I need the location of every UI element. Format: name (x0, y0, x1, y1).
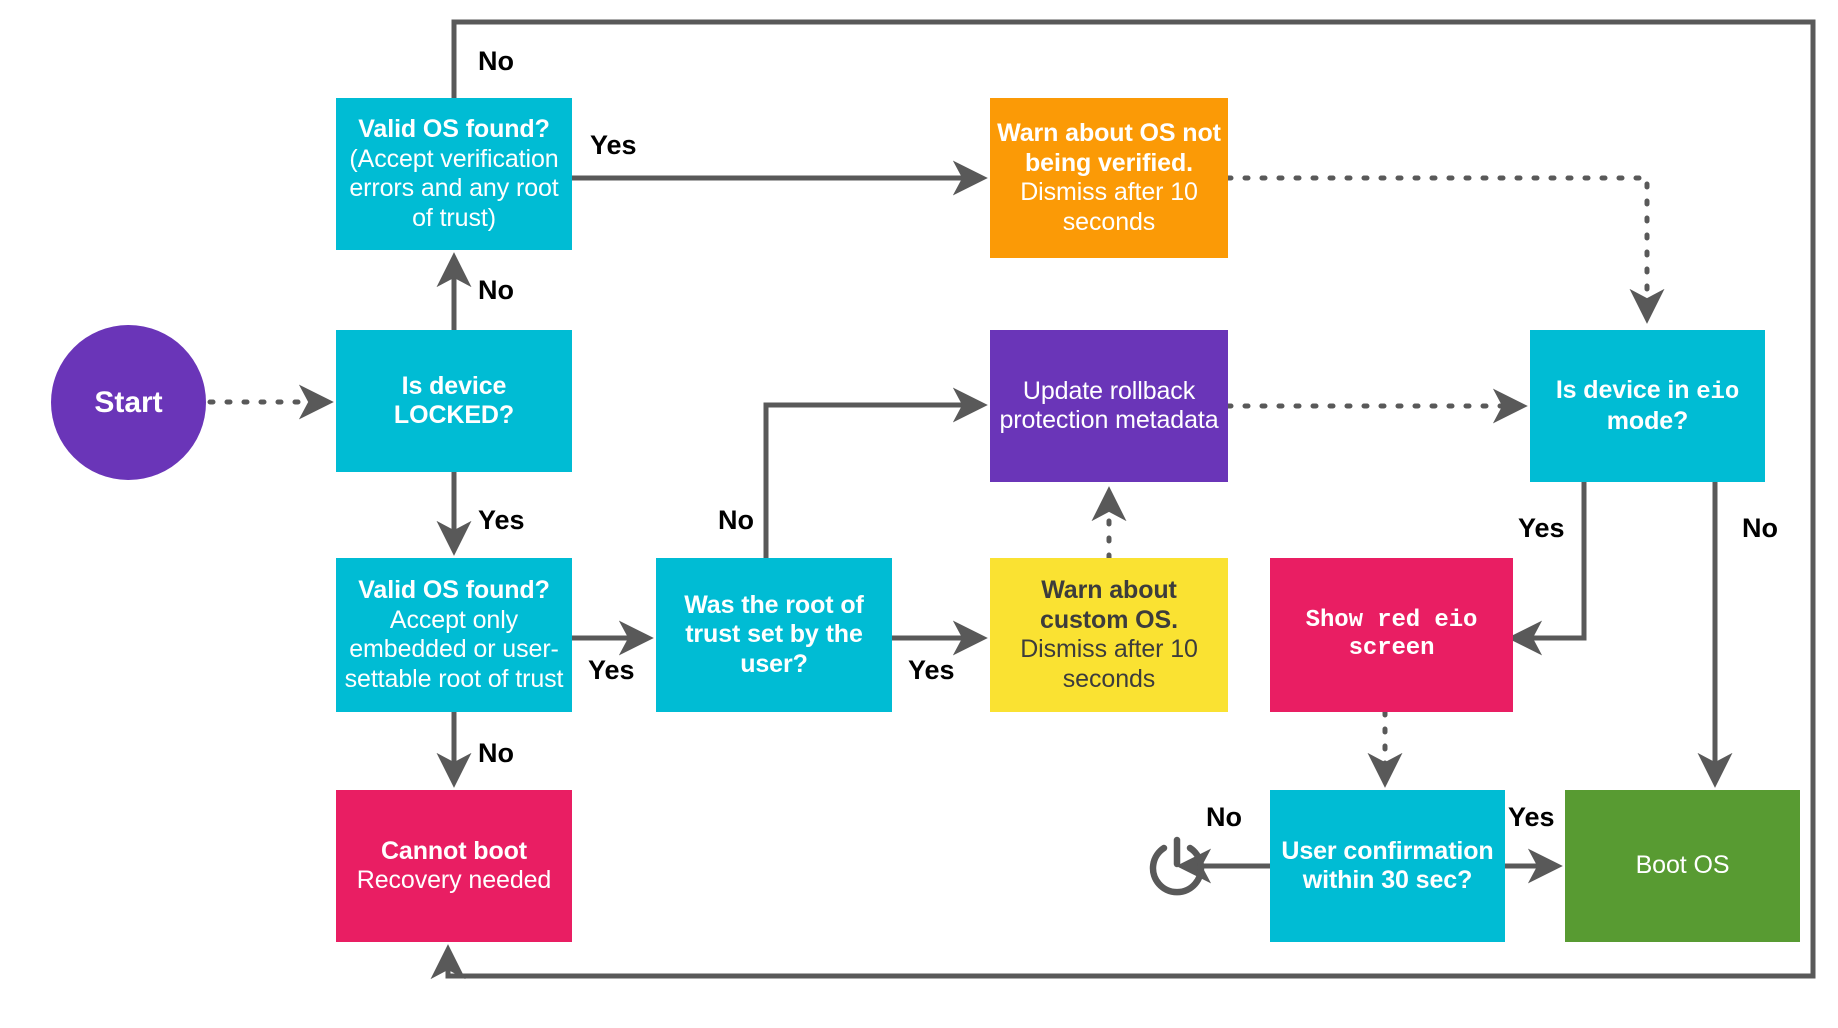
is-eio-mode-mono: eio (1696, 378, 1740, 406)
show-red-eio-pre: Show red (1305, 606, 1435, 634)
node-is-device-locked-title: Is device LOCKED? (393, 371, 515, 430)
node-update-rollback[interactable]: Update rollback protection metadata (990, 330, 1228, 482)
show-red-eio-mono: eio (1434, 606, 1478, 634)
node-is-eio-mode[interactable]: Is device in eio mode? (1530, 330, 1765, 482)
node-show-red-eio[interactable]: Show red eio screen (1270, 558, 1513, 712)
node-warn-unverified[interactable]: Warn about OS not being verified. Dismis… (990, 98, 1228, 258)
node-boot-os-title: Boot OS (1635, 851, 1730, 880)
node-valid-os-bottom-title: Valid OS found? (358, 576, 550, 604)
node-cannot-boot-title: Cannot boot (380, 836, 528, 865)
edge-label-locked-yes: Yes (478, 505, 525, 535)
node-warn-custom-subtitle: Dismiss after 10 seconds (1020, 635, 1198, 693)
node-warn-custom[interactable]: Warn about custom OS. Dismiss after 10 s… (990, 558, 1228, 712)
node-valid-os-bottom[interactable]: Valid OS found? Accept only embedded or … (336, 558, 572, 712)
edge-label-rot-no: No (718, 505, 754, 535)
node-warn-custom-title: Warn about custom OS. (1040, 576, 1178, 634)
edge-rot-no-to-update-rollback (763, 387, 988, 558)
node-boot-os[interactable]: Boot OS (1565, 790, 1800, 942)
edge-label-locked-no: No (478, 275, 514, 305)
node-valid-os-top[interactable]: Valid OS found? (Accept verification err… (336, 98, 572, 250)
node-cannot-boot-subtitle: Recovery needed (356, 866, 552, 894)
power-icon (1145, 834, 1209, 898)
is-eio-mode-pre: Is device in (1555, 375, 1697, 404)
edge-label-rot-yes: Yes (908, 655, 955, 685)
node-valid-os-top-title: Valid OS found? (358, 115, 550, 143)
node-is-eio-mode-title: Is device in eio mode? (1536, 376, 1759, 437)
node-warn-unverified-subtitle: Dismiss after 10 seconds (1020, 178, 1198, 236)
node-show-red-eio-title: Show red eio screen (1276, 607, 1507, 664)
node-valid-os-top-subtitle: (Accept verification errors and any root… (349, 144, 559, 232)
edge-label-valid-bottom-no: No (478, 738, 514, 768)
node-user-confirmation-title: User confirmation within 30 sec? (1281, 836, 1494, 895)
node-warn-unverified-title: Warn about OS not being verified. (997, 119, 1221, 177)
edge-label-top-yes: Yes (590, 130, 637, 160)
edge-label-confirm-yes: Yes (1508, 802, 1555, 832)
edge-label-valid-bottom-yes: Yes (588, 655, 635, 685)
node-root-of-trust-title: Was the root of trust set by the user? (684, 590, 864, 678)
node-start[interactable]: Start (51, 325, 206, 480)
edge-label-eio-no: No (1742, 513, 1778, 543)
node-cannot-boot[interactable]: Cannot boot Recovery needed (336, 790, 572, 942)
node-update-rollback-title: Update rollback protection metadata (999, 376, 1219, 435)
edge-eio-yes-to-show-red (1507, 482, 1587, 656)
is-eio-mode-post: mode? (1606, 406, 1689, 435)
show-red-eio-post: screen (1348, 635, 1435, 662)
edge-label-eio-yes: Yes (1518, 513, 1565, 543)
node-root-of-trust[interactable]: Was the root of trust set by the user? (656, 558, 892, 712)
edge-label-loop-no: No (478, 46, 514, 76)
node-is-device-locked[interactable]: Is device LOCKED? (336, 330, 572, 472)
edge-warn-unverified-to-eio (1225, 175, 1665, 324)
edge-label-confirm-no: No (1206, 802, 1242, 832)
node-start-label: Start (94, 385, 163, 419)
node-user-confirmation[interactable]: User confirmation within 30 sec? (1270, 790, 1505, 942)
node-valid-os-bottom-subtitle: Accept only embedded or user-settable ro… (344, 605, 564, 693)
